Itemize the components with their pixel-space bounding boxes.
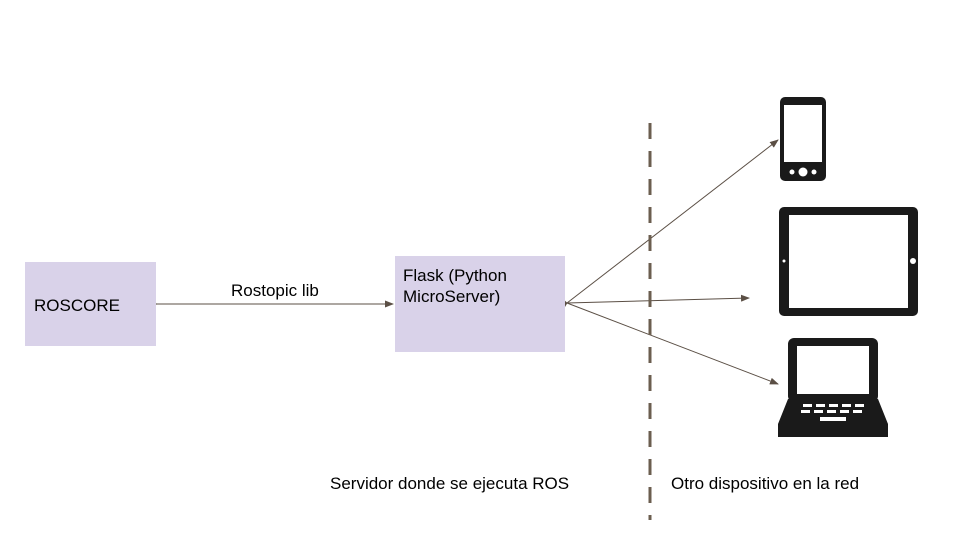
tablet-icon: [779, 207, 918, 316]
edge-to-laptop: [558, 296, 779, 385]
flask-label-line1: Flask (Python: [403, 266, 507, 285]
server-zone-label: Servidor donde se ejecuta ROS: [330, 474, 570, 493]
flask-node: Flask (Python MicroServer): [395, 256, 565, 352]
rostopic-edge-label: Rostopic lib: [231, 281, 319, 300]
edge-to-phone: [558, 139, 779, 311]
roscore-node: ROSCORE: [25, 262, 156, 346]
flask-label-line2: MicroServer): [403, 287, 501, 306]
roscore-label: ROSCORE: [34, 296, 120, 315]
edge-to-tablet: [558, 294, 750, 307]
other-device-zone-label: Otro dispositivo en la red: [671, 474, 860, 493]
smartphone-icon: [780, 97, 826, 181]
laptop-icon: [778, 338, 888, 437]
